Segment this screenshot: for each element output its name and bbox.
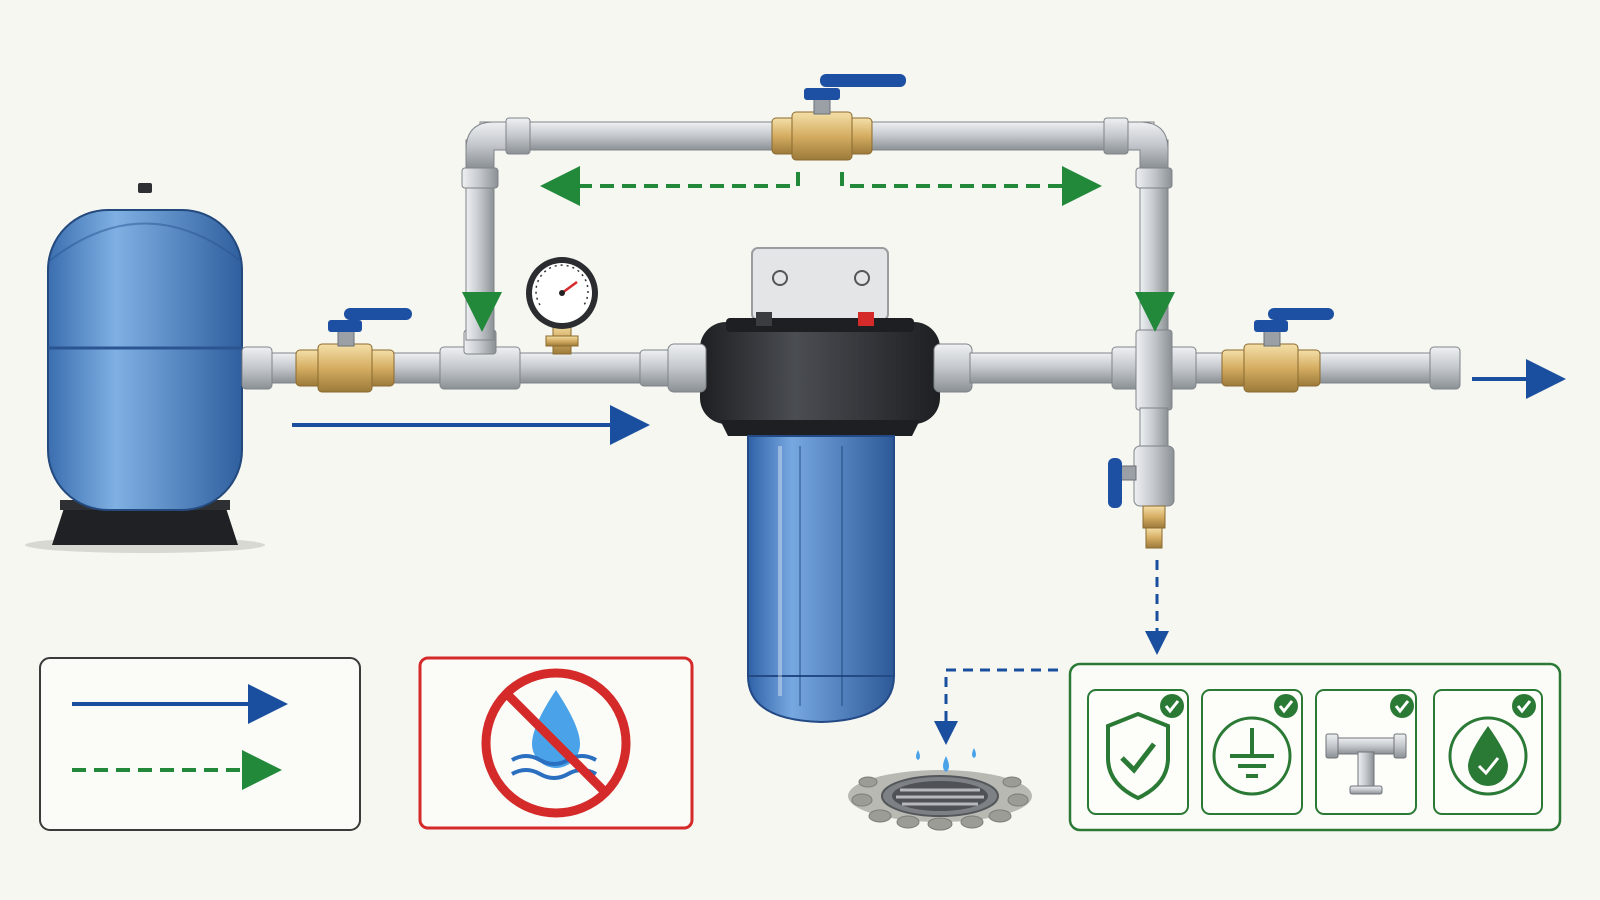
badge-pipe-fitting	[1315, 689, 1417, 815]
water-drop-check-icon	[1448, 716, 1528, 796]
check-badge-icon	[1274, 694, 1298, 718]
drain-to-floor-arrow	[934, 668, 1058, 745]
check-badge-icon	[1160, 694, 1184, 718]
legend	[39, 657, 361, 831]
bypass-flow-arrows	[462, 166, 1175, 332]
badge-protection	[1087, 689, 1189, 815]
outlet-pipe	[969, 346, 1461, 390]
pressure-gauge-icon	[526, 257, 598, 355]
drain-valve-icon	[1108, 407, 1175, 549]
pipe-tee-icon	[1325, 733, 1407, 795]
main-flow-arrows	[292, 359, 1566, 445]
bypass-outlet-cross	[1111, 329, 1197, 411]
shield-check-icon	[1106, 711, 1170, 801]
inlet-valve[interactable]	[295, 308, 412, 393]
ball-valve-icon	[295, 308, 412, 393]
floor-drain-icon	[848, 748, 1032, 831]
no-water-warning	[418, 656, 694, 830]
bypass-flow-arrow-left	[540, 166, 800, 206]
mount-hole-icon	[772, 270, 870, 286]
bypass-valve[interactable]	[771, 74, 906, 161]
drain-flow-arrows	[934, 560, 1169, 745]
ball-valve-icon	[1221, 308, 1334, 393]
check-badge-icon	[1390, 694, 1414, 718]
pressure-tank-icon	[25, 183, 265, 553]
bypass-flow-arrow-right	[840, 166, 1102, 206]
badge-water-quality	[1433, 689, 1543, 815]
ball-valve-icon	[771, 74, 906, 161]
outlet-valve[interactable]	[1221, 308, 1334, 393]
water-filter-housing-icon	[667, 247, 973, 724]
electrical-ground-icon	[1212, 716, 1292, 796]
no-water-icon	[481, 668, 631, 818]
safety-checklist	[1068, 662, 1562, 832]
drain-valve[interactable]	[1108, 407, 1175, 549]
check-badge-icon	[1512, 694, 1536, 718]
badge-grounding	[1201, 689, 1303, 815]
